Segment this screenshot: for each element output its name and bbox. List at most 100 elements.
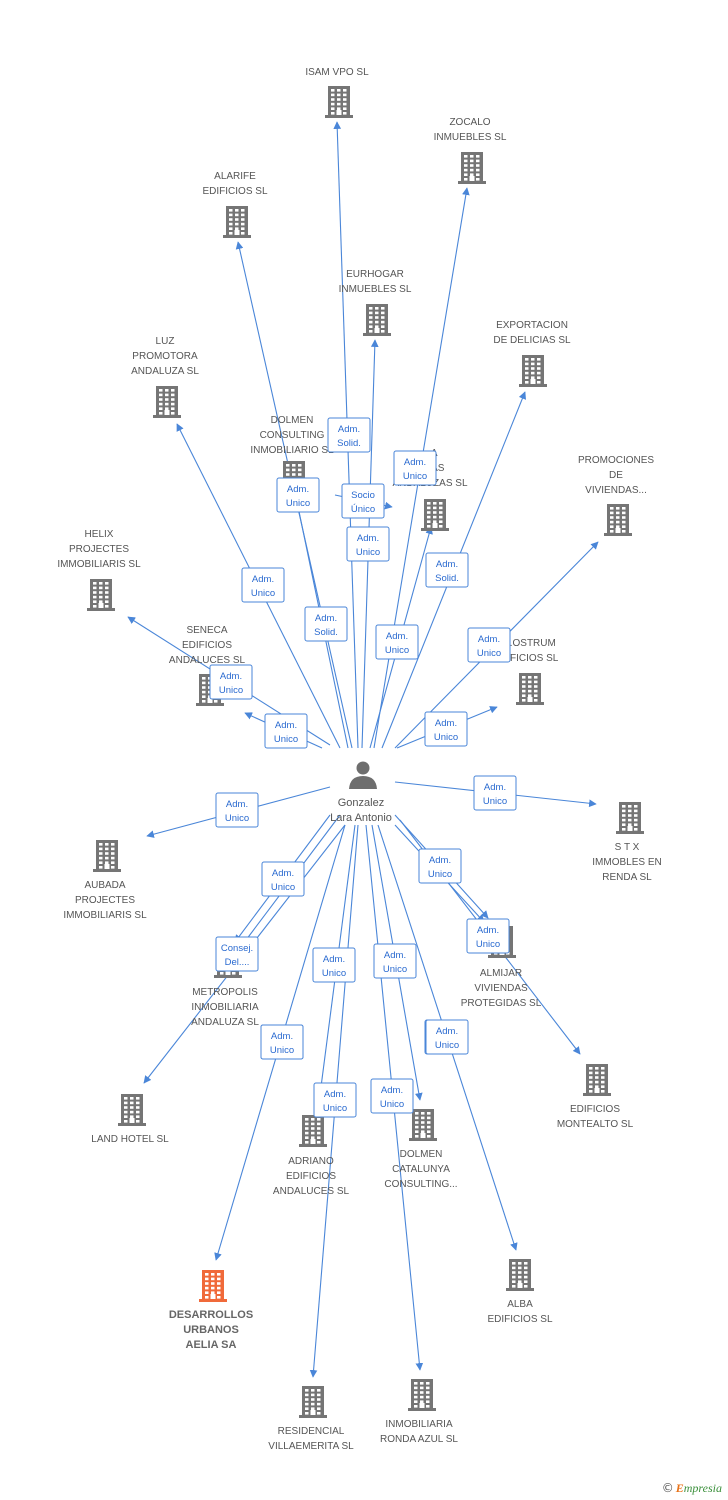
edge-label-nostrum[interactable]: Adm.Unico: [424, 711, 468, 747]
company-name-dolmen_catalunya[interactable]: CONSULTING...: [384, 1179, 457, 1190]
edge-label-box[interactable]: [327, 417, 371, 453]
edge-label-box[interactable]: [264, 713, 308, 749]
company-name-promociones[interactable]: VIVIENDAS...: [585, 485, 647, 496]
building-icon[interactable]: [118, 1094, 146, 1126]
company-name-seneca[interactable]: EDIFICIOS: [182, 640, 232, 651]
person-icon[interactable]: [349, 761, 377, 790]
person-name[interactable]: Gonzalez: [338, 797, 384, 809]
edge-label-seneca[interactable]: Adm.Unico: [264, 713, 308, 749]
company-name-ronda_azul[interactable]: INMOBILIARIA: [385, 1419, 453, 1430]
company-name-desarrollos[interactable]: DESARROLLOS: [169, 1309, 253, 1321]
edge-label-zocalo[interactable]: Adm.Unico: [393, 450, 437, 486]
company-name-aubada[interactable]: PROJECTES: [75, 895, 135, 906]
company-name-adriano[interactable]: ANDALUCES SL: [273, 1186, 350, 1197]
company-name-helix[interactable]: HELIX: [85, 529, 114, 540]
edge-label-box[interactable]: [304, 606, 348, 642]
edge-label-helix[interactable]: Adm.Unico: [209, 664, 253, 700]
edge-label-metropolis[interactable]: Consej.Del....: [215, 936, 259, 972]
company-name-almijar[interactable]: VIVIENDAS: [474, 983, 528, 994]
edge-label-dolmen_consulting[interactable]: Adm.Unico: [276, 477, 320, 513]
edge-label-box[interactable]: [466, 918, 510, 954]
edge-label-box[interactable]: [425, 1019, 469, 1055]
edge-label-box[interactable]: [373, 943, 417, 979]
edge-label-box[interactable]: [346, 526, 390, 562]
edge-label-box[interactable]: [425, 552, 469, 588]
edge-label-box[interactable]: [393, 450, 437, 486]
edge-label-aubada[interactable]: Adm.Unico: [215, 792, 259, 828]
company-name-aubada[interactable]: AUBADA: [84, 880, 125, 891]
company-name-nostrum[interactable]: ...FICIOS SL: [502, 653, 559, 664]
company-name-aubada[interactable]: IMMOBILIARIS SL: [63, 910, 147, 921]
edge-label-eurhogar[interactable]: Adm.Unico: [346, 526, 390, 562]
edge-label-exportacion[interactable]: Adm.Solid.: [425, 552, 469, 588]
company-name-residencial[interactable]: VILLAEMERITA SL: [268, 1441, 354, 1452]
building-icon[interactable]: [299, 1386, 327, 1418]
company-name-dolmen_consulting[interactable]: DOLMEN: [271, 415, 314, 426]
company-name-metropolis[interactable]: INMOBILIARIA: [191, 1002, 259, 1013]
building-icon[interactable]: [604, 504, 632, 536]
edge-label-dolmen_catalunya[interactable]: Adm.Unico: [373, 943, 417, 979]
company-name-adriano[interactable]: EDIFICIOS: [286, 1171, 336, 1182]
company-name-edificios_montealto[interactable]: MONTEALTO SL: [557, 1119, 634, 1130]
company-name-almijar[interactable]: PROTEGIDAS SL: [461, 998, 542, 1009]
company-name-stx[interactable]: RENDA SL: [602, 872, 652, 883]
company-name-zocalo[interactable]: INMUEBLES SL: [434, 132, 507, 143]
building-icon[interactable]: [199, 1270, 227, 1302]
edge-label-box[interactable]: [312, 947, 356, 983]
edge-label-alarife[interactable]: Adm.Solid.: [304, 606, 348, 642]
building-icon[interactable]: [93, 840, 121, 872]
company-name-residencial[interactable]: RESIDENCIAL: [278, 1426, 345, 1437]
company-name-alba[interactable]: EDIFICIOS SL: [487, 1314, 552, 1325]
edge-label-stx[interactable]: Adm.Unico: [473, 775, 517, 811]
building-icon[interactable]: [519, 355, 547, 387]
edge-label-box[interactable]: [215, 792, 259, 828]
company-name-alarife[interactable]: EDIFICIOS SL: [202, 186, 267, 197]
edge-label-box[interactable]: [370, 1078, 414, 1114]
company-name-promociones[interactable]: PROMOCIONES: [578, 455, 654, 466]
building-icon[interactable]: [299, 1115, 327, 1147]
building-icon[interactable]: [325, 86, 353, 118]
company-name-dolmen_consulting[interactable]: INMOBILIARIO SL: [250, 445, 334, 456]
building-icon[interactable]: [583, 1064, 611, 1096]
edge-label-adriano[interactable]: Adm.Unico: [312, 947, 356, 983]
company-name-stx[interactable]: S T X: [615, 842, 640, 853]
edge-label-isam[interactable]: Adm.Solid.: [327, 417, 371, 453]
building-icon[interactable]: [421, 499, 449, 531]
company-name-adriano[interactable]: ADRIANO: [288, 1156, 334, 1167]
edge-label-residencial[interactable]: Adm.Unico: [313, 1082, 357, 1118]
company-name-promociones[interactable]: DE: [609, 470, 623, 481]
edge-label-box[interactable]: [215, 936, 259, 972]
building-icon[interactable]: [506, 1259, 534, 1291]
edge-label-almijar[interactable]: Adm.Unico: [466, 918, 510, 954]
company-name-stx[interactable]: IMMOBLES EN: [592, 857, 661, 868]
company-name-luz[interactable]: ANDALUZA SL: [131, 366, 199, 377]
company-name-alarife[interactable]: ALARIFE: [214, 171, 256, 182]
edge-label-box[interactable]: [241, 567, 285, 603]
building-icon[interactable]: [516, 673, 544, 705]
building-icon[interactable]: [153, 386, 181, 418]
company-name-luz[interactable]: PROMOTORA: [132, 351, 198, 362]
company-name-eurhogar[interactable]: INMUEBLES SL: [339, 284, 412, 295]
edge-label-box[interactable]: [473, 775, 517, 811]
company-name-zocalo[interactable]: ZOCALO: [449, 117, 490, 128]
edge-label-viviendas_andaluzas[interactable]: Adm.Unico: [375, 624, 419, 660]
company-name-metropolis[interactable]: METROPOLIS: [192, 987, 258, 998]
edge-label-box[interactable]: [341, 483, 385, 519]
edge-label-box[interactable]: [418, 848, 462, 884]
person-name[interactable]: Lara Antonio: [330, 812, 392, 824]
edge-label-alba[interactable]: Adm.Unico: [425, 1019, 469, 1055]
company-name-helix[interactable]: IMMOBILIARIS SL: [57, 559, 141, 570]
edge-label-box[interactable]: [209, 664, 253, 700]
edge-label-box[interactable]: [261, 861, 305, 897]
edge-label-box[interactable]: [467, 627, 511, 663]
edge-label-box[interactable]: [424, 711, 468, 747]
edge-label-metropolis[interactable]: Adm.Unico: [261, 861, 305, 897]
company-name-almijar[interactable]: ALMIJAR: [480, 968, 522, 979]
edge-label-box[interactable]: [260, 1024, 304, 1060]
company-name-helix[interactable]: PROJECTES: [69, 544, 129, 555]
edge-label-box[interactable]: [276, 477, 320, 513]
company-name-exportacion[interactable]: DE DELICIAS SL: [493, 335, 571, 346]
edge-label-promociones[interactable]: Adm.Unico: [467, 627, 511, 663]
company-name-metropolis[interactable]: ANDALUZA SL: [191, 1017, 259, 1028]
